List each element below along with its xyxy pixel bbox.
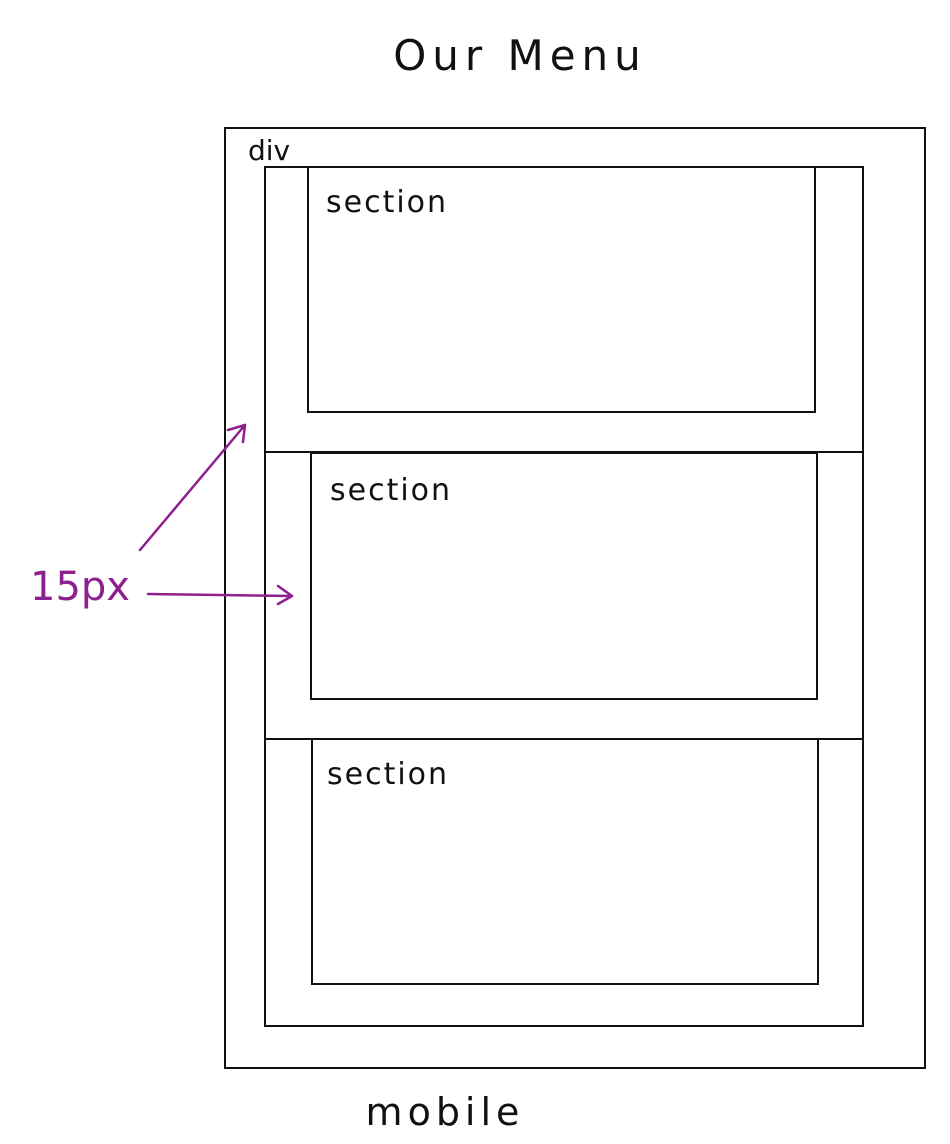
section-box-2 [310, 452, 818, 700]
annotation-arrows [138, 423, 294, 606]
section-label-2: section [330, 473, 452, 508]
arrow-diagonal-head [226, 423, 247, 444]
section-box-3 [311, 738, 819, 985]
section-label-3: section [327, 757, 449, 792]
outer-frame [224, 127, 926, 1069]
arrow-diagonal [138, 423, 247, 552]
footer-label: mobile [366, 1090, 525, 1134]
page-title: Our Menu [393, 31, 647, 80]
section-box-1 [307, 166, 816, 413]
arrow-horizontal-head [276, 584, 294, 606]
arrow-horizontal [146, 592, 294, 598]
section-label-1: section [326, 185, 448, 220]
spacing-annotation: 15px [30, 564, 130, 610]
div-label: div [248, 134, 290, 167]
